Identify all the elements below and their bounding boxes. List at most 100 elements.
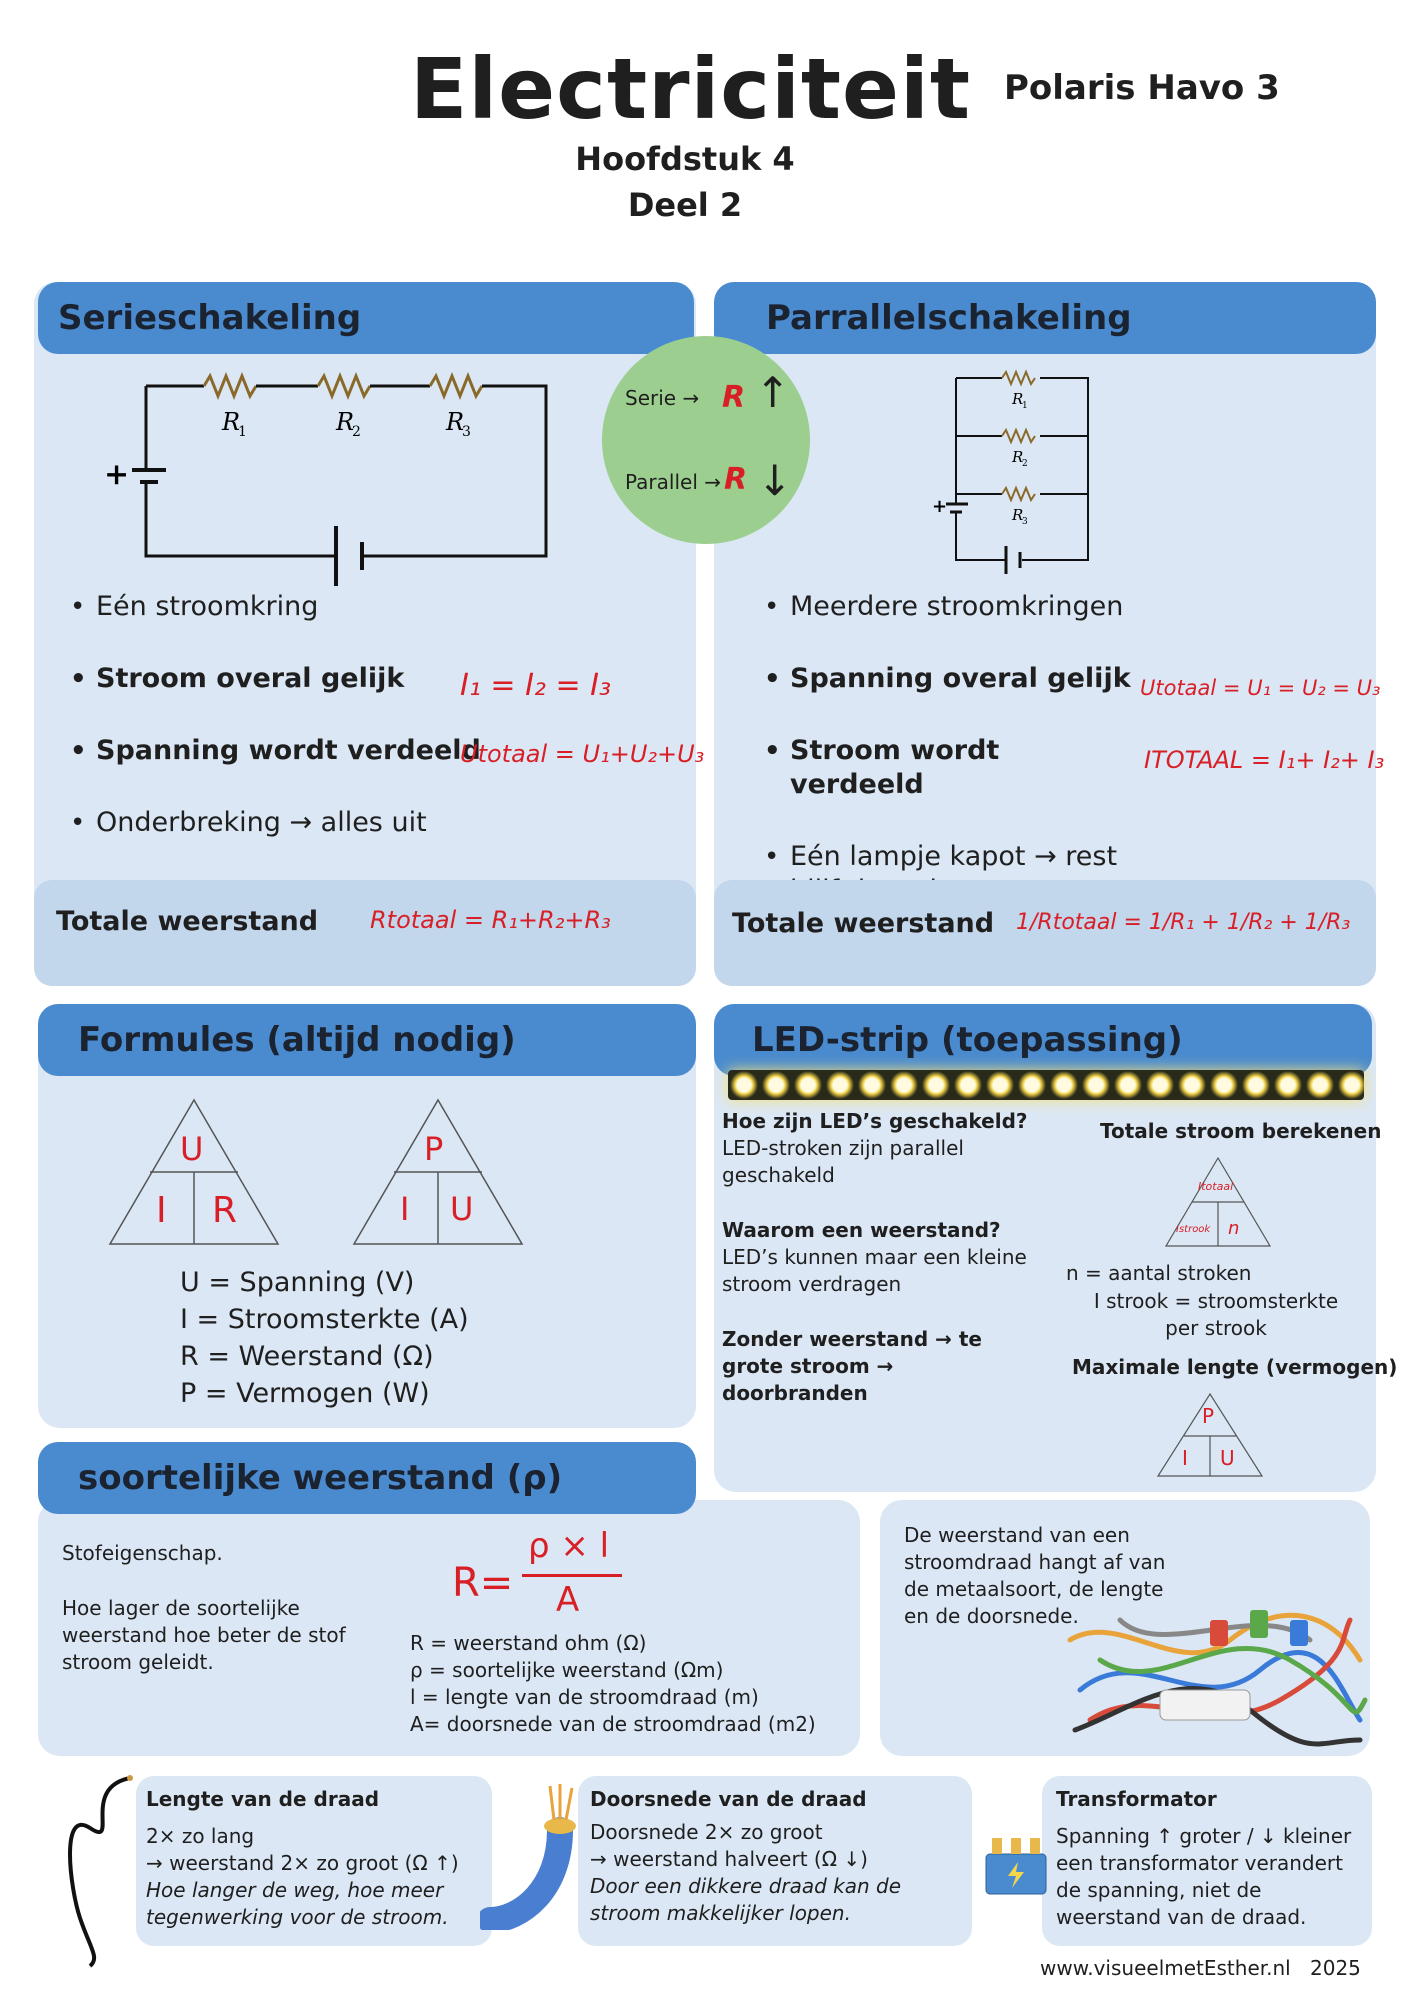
parallel-current-formula: ITOTAAL = I₁+ I₂+ I₃ xyxy=(1144,746,1385,774)
piu-triangle xyxy=(352,1098,524,1245)
soort-def-a: A= doorsnede van de stroomdraad (m2) xyxy=(410,1712,816,1736)
card-doorsnede-line1: Doorsnede 2× zo groot xyxy=(590,1820,823,1844)
uir-top: U xyxy=(180,1130,204,1168)
serie-current-formula: I₁ = I₂ = I₃ xyxy=(460,668,612,703)
card-transformator-line1: Spanning ↑ groter / ↓ kleiner een transf… xyxy=(1056,1824,1352,1929)
card-doorsnede-ital: Door een dikkere draad kan de stroom mak… xyxy=(590,1874,902,1925)
led-total-title: Totale stroom berekenen xyxy=(1100,1119,1382,1143)
compare-serie-label: Serie → xyxy=(625,386,700,410)
rho-formula-num: ρ × l xyxy=(528,1526,610,1566)
soort-side-text: De weerstand van een stroomdraad hangt a… xyxy=(904,1523,1166,1628)
led-i-def: I strook = stroomsterkte per strook xyxy=(1093,1289,1339,1340)
uir-triangle xyxy=(108,1098,280,1245)
transformer-icon xyxy=(985,1838,1047,1895)
parallel-r1-label: R xyxy=(1011,390,1023,408)
parallel-bullet-2: Spanning overal gelijk xyxy=(760,662,1140,696)
led-a2: LED’s kunnen maar een kleine stroom verd… xyxy=(722,1245,1027,1296)
soort-p1: Stofeigenschap. xyxy=(62,1541,223,1565)
course-label: Polaris Havo 3 xyxy=(1004,68,1280,108)
formules-defs: U = Spanning (V) I = Stroomsterkte (A) R… xyxy=(180,1264,469,1412)
serie-bullet-2: Stroom overal gelijk xyxy=(66,662,486,696)
footer-site: www.visueelmetEsther.nl xyxy=(1040,1956,1291,1980)
compare-parallel-label: Parallel → xyxy=(625,470,721,494)
svg-text:2: 2 xyxy=(352,424,361,440)
cables-image xyxy=(1067,1610,1368,1747)
soort-def-l: l = lengte van de stroomdraad (m) xyxy=(410,1685,759,1709)
parallel-total-label: Totale weerstand xyxy=(732,908,995,939)
led-a1: LED-stroken zijn parallel geschakeld xyxy=(722,1136,964,1187)
led-n-def: n = aantal stroken xyxy=(1066,1261,1252,1285)
compare-parallel-arrow: ↓ xyxy=(757,456,793,505)
soort-defs: R = weerstand ohm (Ω) ρ = soortelijke we… xyxy=(410,1630,816,1738)
parallel-total-formula: 1/Rtotaal = 1/R₁ + 1/R₂ + 1/R₃ xyxy=(1016,910,1351,935)
led-title: LED-strip (toepassing) xyxy=(714,1004,1372,1076)
compare-serie-r: R xyxy=(722,380,746,415)
serie-r3-label: R xyxy=(445,408,464,436)
card-doorsnede xyxy=(578,1776,972,1946)
piu-top: P xyxy=(424,1130,444,1168)
card-transformator-text: Transformator Spanning ↑ groter / ↓ klei… xyxy=(1056,1786,1362,1931)
comparison-circle xyxy=(602,336,810,544)
card-doorsnede-text: Doorsnede van de draad Doorsnede 2× zo g… xyxy=(590,1786,966,1927)
parallel-r3-label: R xyxy=(1011,506,1023,524)
parallel-r2-label: R xyxy=(1011,448,1023,466)
piu-right: U xyxy=(450,1190,474,1228)
svg-text:+: + xyxy=(932,496,947,517)
card-length-text: Lengte van de draad 2× zo lang → weersta… xyxy=(146,1786,486,1931)
serie-total-box xyxy=(34,880,696,986)
formules-title: Formules (altijd nodig) xyxy=(38,1004,696,1076)
parallel-voltage-formula: Utotaal = U₁ = U₂ = U₃ xyxy=(1140,676,1381,700)
serie-r1-label: R xyxy=(221,408,240,436)
serie-total-formula: Rtotaal = R₁+R₂+R₃ xyxy=(370,906,611,934)
plus-sign: + xyxy=(104,457,129,492)
wire-length-icon xyxy=(68,1775,133,1968)
led-tri-top: Itotaal xyxy=(1198,1180,1234,1193)
card-length-line2: → weerstand 2× zo groot (Ω ↑) xyxy=(146,1851,459,1875)
serie-total-label: Totale weerstand xyxy=(56,906,319,937)
svg-text:3: 3 xyxy=(1022,517,1028,527)
rho-formula-den: A xyxy=(556,1580,580,1620)
serie-r2-label: R xyxy=(335,408,354,436)
parallel-total-box xyxy=(714,880,1376,986)
svg-text:2: 2 xyxy=(1022,459,1028,469)
led-tri2-top: P xyxy=(1202,1404,1215,1428)
serie-bullet-1: Eén stroomkring xyxy=(66,590,486,624)
wire-thick-icon xyxy=(480,1784,576,1930)
serie-bullet-3: Spanning wordt verdeeld xyxy=(66,734,486,768)
card-length xyxy=(136,1776,492,1946)
led-tri-right: n xyxy=(1228,1218,1240,1239)
led-current-triangle xyxy=(1164,1156,1272,1247)
serie-voltage-formula: Utotaal = U₁+U₂+U₃ xyxy=(460,740,705,768)
parallel-bullet-1: Meerdere stroomkringen xyxy=(760,590,1140,624)
card-length-line1: 2× zo lang xyxy=(146,1824,255,1848)
serie-bullets: Eén stroomkring Stroom overal gelijk Spa… xyxy=(66,590,486,840)
rho-formula-r: R= xyxy=(452,1560,514,1606)
led-max-title: Maximale lengte (vermogen) xyxy=(1072,1355,1398,1379)
subtitle-part: Deel 2 xyxy=(627,186,743,224)
card-length-title: Lengte van de draad xyxy=(146,1787,380,1811)
card-doorsnede-title: Doorsnede van de draad xyxy=(590,1787,867,1811)
card-doorsnede-line2: → weerstand halveert (Ω ↓) xyxy=(590,1847,868,1871)
led-power-triangle xyxy=(1156,1392,1264,1477)
card-length-ital: Hoe langer de weg, hoe meer tegenwerking… xyxy=(146,1878,449,1929)
def-u: U = Spanning (V) xyxy=(180,1267,415,1298)
parallel-circuit-diagram: R1 R2 R3 + xyxy=(932,369,1089,574)
serie-panel xyxy=(34,282,696,986)
card-transformator xyxy=(1042,1776,1372,1946)
led-q2: Waarom een weerstand? xyxy=(722,1218,1001,1242)
page-title: Electriciteit xyxy=(410,40,971,138)
compare-serie-arrow: ↑ xyxy=(755,368,791,417)
soort-panel xyxy=(38,1500,860,1756)
piu-left: I xyxy=(400,1190,410,1228)
serie-bullet-4: Onderbreking → alles uit xyxy=(66,806,486,840)
led-warning: Zonder weerstand → te grote stroom → doo… xyxy=(722,1327,982,1405)
led-left-column: Hoe zijn LED’s geschakeld? LED-stroken z… xyxy=(722,1108,1042,1407)
svg-text:1: 1 xyxy=(1022,401,1028,411)
def-r: R = Weerstand (Ω) xyxy=(180,1341,434,1372)
soort-def-rho: ρ = soortelijke weerstand (Ωm) xyxy=(410,1658,724,1682)
svg-text:1: 1 xyxy=(238,424,247,440)
soort-title: soortelijke weerstand (ρ) xyxy=(38,1442,696,1514)
parallel-bullet-3: Stroom wordt verdeeld xyxy=(760,734,1140,802)
serie-title: Serieschakeling xyxy=(38,282,694,354)
led-tri-left: Istrook xyxy=(1176,1224,1211,1235)
